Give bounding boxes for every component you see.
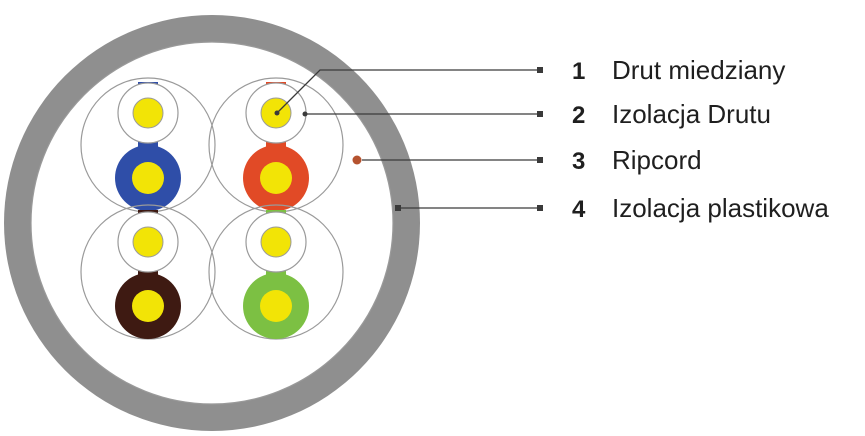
wire-green-white-conductor <box>260 226 292 258</box>
legend-label-3: Ripcord <box>612 145 702 175</box>
legend-number-4: 4 <box>572 196 586 223</box>
leader-lines <box>274 67 543 211</box>
legend-label-4: Izolacja plastikowa <box>612 193 829 223</box>
wire-orange-conductor <box>260 162 292 194</box>
inner-core-area <box>30 41 394 405</box>
leader-dot-2 <box>302 111 308 117</box>
legend-number-1: 1 <box>572 58 585 85</box>
legend-label-1: Drut miedziany <box>612 55 785 85</box>
leader-end-3 <box>537 157 543 163</box>
ripcord <box>352 155 362 165</box>
wire-brown-white-conductor <box>132 226 164 258</box>
wire-blue-conductor <box>132 162 164 194</box>
leader-start-4 <box>395 205 401 211</box>
leader-end-1 <box>537 67 543 73</box>
leader-line-1 <box>276 69 540 114</box>
pair-green <box>208 204 344 340</box>
pair-orange <box>208 77 344 213</box>
legend-label-2: Izolacja Drutu <box>612 99 771 129</box>
pair-brown <box>80 204 216 340</box>
wire-green-conductor <box>260 290 292 322</box>
leader-dot-1 <box>274 110 280 116</box>
wire-brown-conductor <box>132 290 164 322</box>
legend: 1 Drut miedziany 2 Izolacja Drutu 3 Ripc… <box>572 55 829 223</box>
wire-blue-white-conductor <box>132 97 164 129</box>
legend-number-2: 2 <box>572 102 585 129</box>
legend-number-3: 3 <box>572 148 585 175</box>
leader-end-2 <box>537 111 543 117</box>
leader-end-4 <box>537 205 543 211</box>
pair-blue <box>80 77 216 213</box>
